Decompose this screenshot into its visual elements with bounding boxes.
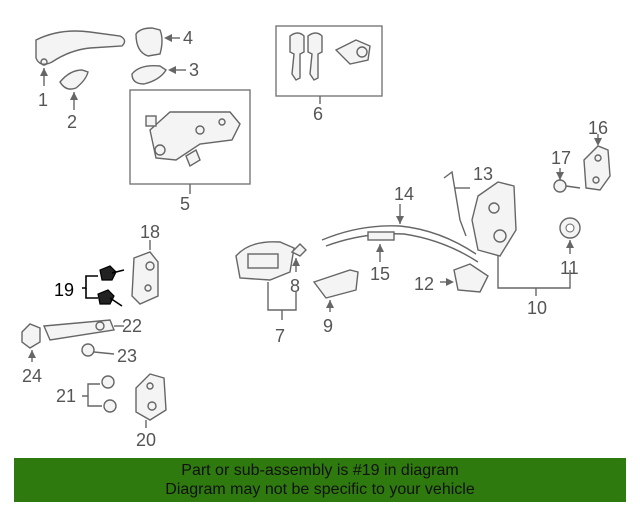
callout-12: 12	[414, 274, 434, 294]
callout-21: 21	[56, 386, 76, 406]
callout-11: 11	[560, 258, 579, 278]
callout-10: 10	[527, 298, 547, 318]
part-17-screw	[553, 168, 581, 193]
callout-23: 23	[117, 346, 137, 366]
part-14-15-cables	[321, 204, 479, 263]
callout-16: 16	[588, 118, 608, 138]
callout-20: 20	[136, 430, 156, 450]
callout-13: 13	[473, 164, 493, 184]
callout-18: 18	[140, 222, 160, 242]
part-10-lock-assembly	[471, 181, 571, 296]
callout-22: 22	[122, 316, 142, 336]
callout-19: 19	[54, 280, 74, 300]
part-3-pad	[131, 64, 186, 85]
callout-17: 17	[551, 148, 571, 168]
part-21-bolts	[82, 375, 117, 413]
part-24-bushing	[21, 323, 41, 362]
part-13-rod	[443, 170, 470, 237]
callout-14: 14	[394, 184, 414, 204]
callout-3: 3	[189, 60, 199, 80]
part-2-bezel	[59, 69, 89, 110]
callout-15: 15	[370, 264, 390, 284]
part-22-door-check	[42, 319, 124, 341]
callout-24: 24	[22, 366, 42, 386]
callout-7: 7	[275, 326, 285, 346]
part-1-outside-handle	[35, 30, 126, 86]
callout-9: 9	[323, 316, 333, 336]
callout-1: 1	[38, 90, 48, 110]
part-11-washer	[559, 217, 581, 254]
part-18-hinge	[131, 240, 159, 305]
callout-4: 4	[183, 28, 193, 48]
part-8-screw	[290, 243, 307, 272]
callout-5: 5	[180, 194, 190, 214]
part-12-lock-cover	[440, 263, 489, 293]
part-5-frame-assembly	[129, 89, 251, 194]
part-20-lower-hinge	[135, 373, 167, 428]
part-7-inside-handle	[235, 241, 297, 320]
info-banner: Part or sub-assembly is #19 in diagram D…	[14, 458, 626, 502]
part-9-bezel	[312, 269, 359, 312]
banner-line-1: Part or sub-assembly is #19 in diagram	[181, 462, 459, 479]
part-23-bolt	[81, 343, 115, 357]
part-6-key-cylinder	[275, 25, 383, 104]
parts-diagram: 1 2 4 3 5 6	[21, 25, 611, 450]
banner-line-2: Diagram may not be specific to your vehi…	[165, 481, 475, 498]
callout-6: 6	[313, 104, 323, 124]
part-4-cover	[135, 27, 180, 57]
part-19-bolts	[82, 265, 125, 307]
part-16-striker	[583, 134, 611, 191]
callout-2: 2	[67, 112, 77, 132]
callout-8: 8	[290, 276, 300, 296]
